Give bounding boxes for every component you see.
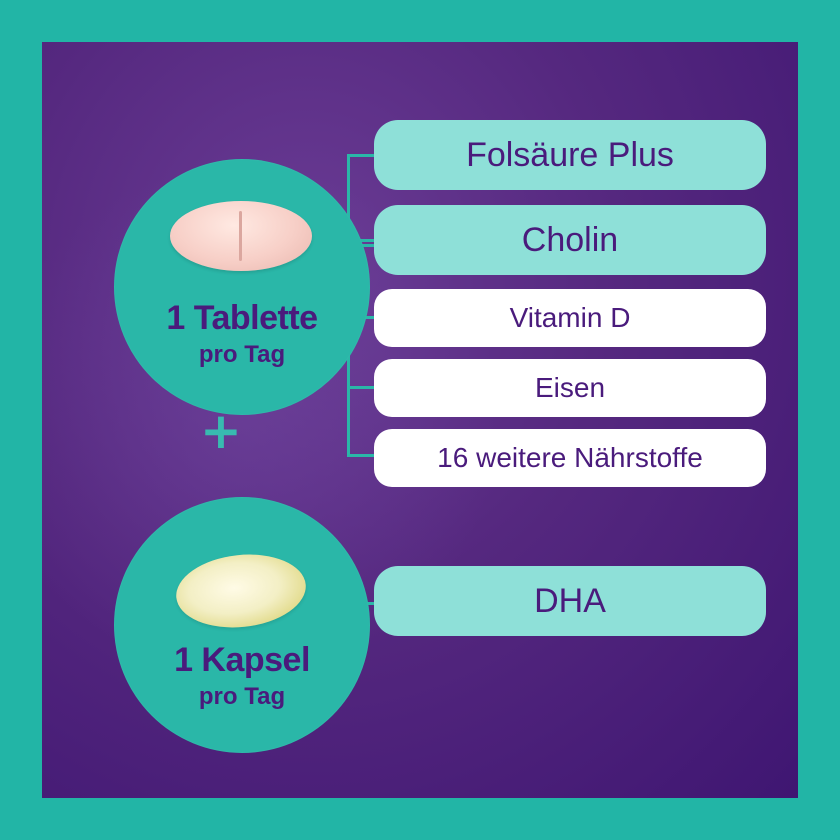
tablet-subtitle: pro Tag bbox=[198, 341, 286, 368]
tablet-icon bbox=[170, 201, 312, 271]
nutrient-pill-folsaeure: Folsäure Plus bbox=[374, 120, 766, 190]
nutrient-pill-weitere: 16 weitere Nährstoffe bbox=[374, 429, 766, 487]
purple-panel: 1 Tablette pro Tag + 1 Kapsel pro Tag Fo… bbox=[42, 42, 798, 798]
plus-icon: + bbox=[200, 402, 242, 460]
tablet-branch-4 bbox=[347, 386, 374, 389]
tablet-branch-5 bbox=[347, 454, 374, 457]
capsule-title: 1 Kapsel bbox=[174, 641, 310, 679]
nutrient-pill-vitamin-d: Vitamin D bbox=[374, 289, 766, 347]
nutrient-pill-cholin: Cholin bbox=[374, 205, 766, 275]
tablet-circle: 1 Tablette pro Tag bbox=[114, 159, 370, 415]
nutrient-pill-dha: DHA bbox=[374, 566, 766, 636]
capsule-icon bbox=[172, 548, 310, 634]
tablet-branch-1 bbox=[347, 154, 374, 157]
capsule-circle: 1 Kapsel pro Tag bbox=[114, 497, 370, 753]
tablet-groove bbox=[239, 211, 242, 261]
tablet-title: 1 Tablette bbox=[166, 299, 318, 337]
capsule-subtitle: pro Tag bbox=[198, 683, 286, 710]
nutrient-pill-eisen: Eisen bbox=[374, 359, 766, 417]
